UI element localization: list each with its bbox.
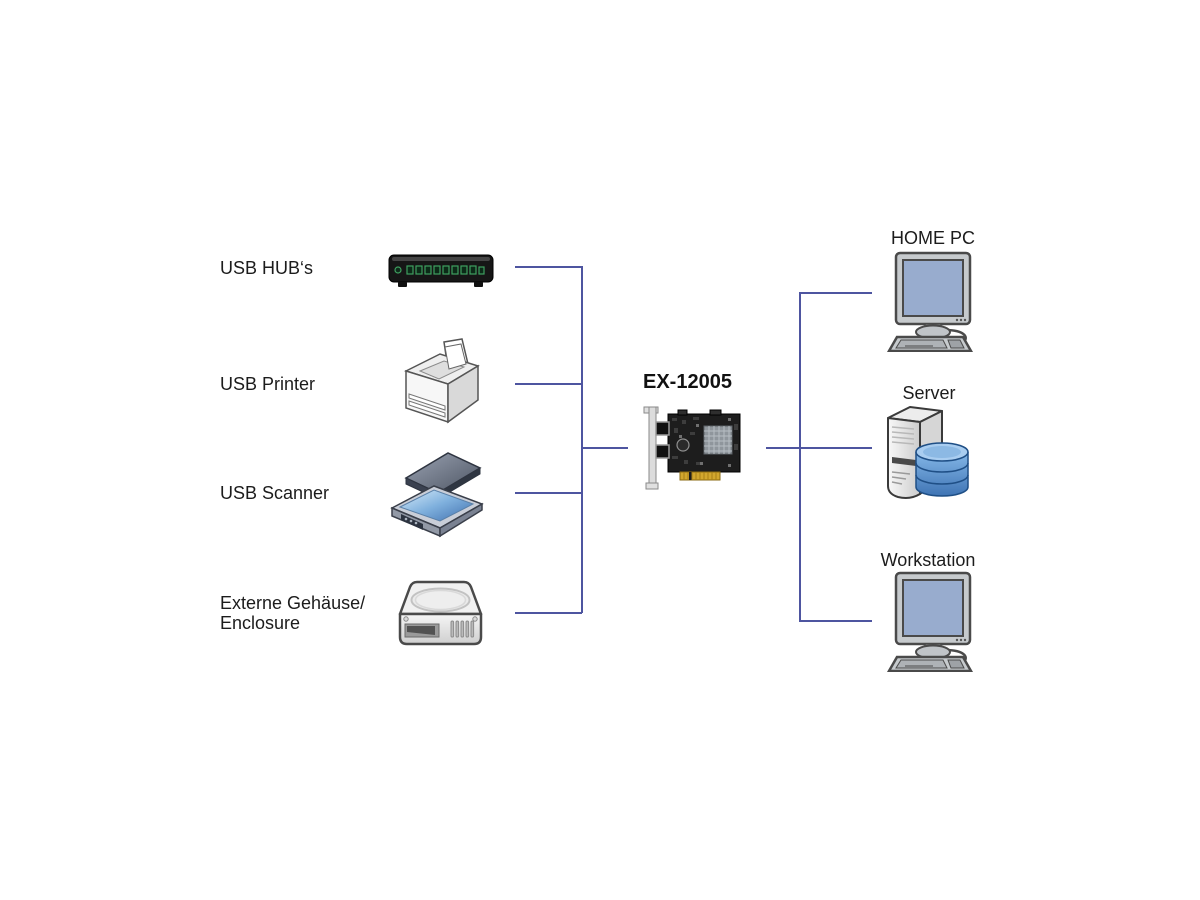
line-bus-to-card (581, 447, 628, 449)
label-usb-scanner: USB Scanner (220, 483, 330, 503)
right-bus-line (799, 292, 801, 622)
line-enclosure-to-bus (515, 612, 582, 614)
server-database-icon (880, 402, 975, 504)
label-enclosure: Externe Gehäuse/ Enclosure (220, 593, 365, 633)
label-enclosure-line1: Externe Gehäuse/ (220, 593, 366, 613)
line-printer-to-bus (515, 383, 582, 385)
line-hub-to-bus (515, 266, 582, 268)
label-workstation: Workstation (880, 550, 976, 570)
label-ex-12005: EX-12005 (643, 371, 732, 393)
desktop-pc-icon-workstation (883, 570, 983, 672)
pcie-card-icon (638, 404, 748, 494)
label-server: Server (902, 383, 956, 403)
label-enclosure-line2: Enclosure (220, 613, 301, 633)
line-bus-to-workstation (799, 620, 872, 622)
label-home-pc: HOME PC (890, 228, 975, 248)
line-card-to-server (766, 447, 872, 449)
label-usb-hub: USB HUB‘s (220, 258, 314, 278)
label-usb-printer: USB Printer (220, 374, 316, 394)
line-scanner-to-bus (515, 492, 582, 494)
printer-icon (398, 338, 486, 424)
usb-hub-icon (388, 252, 494, 290)
line-bus-to-home-pc (799, 292, 872, 294)
left-bus-line (581, 266, 583, 613)
external-enclosure-icon (393, 576, 488, 654)
desktop-pc-icon-home (883, 250, 983, 352)
scanner-icon (388, 446, 486, 544)
